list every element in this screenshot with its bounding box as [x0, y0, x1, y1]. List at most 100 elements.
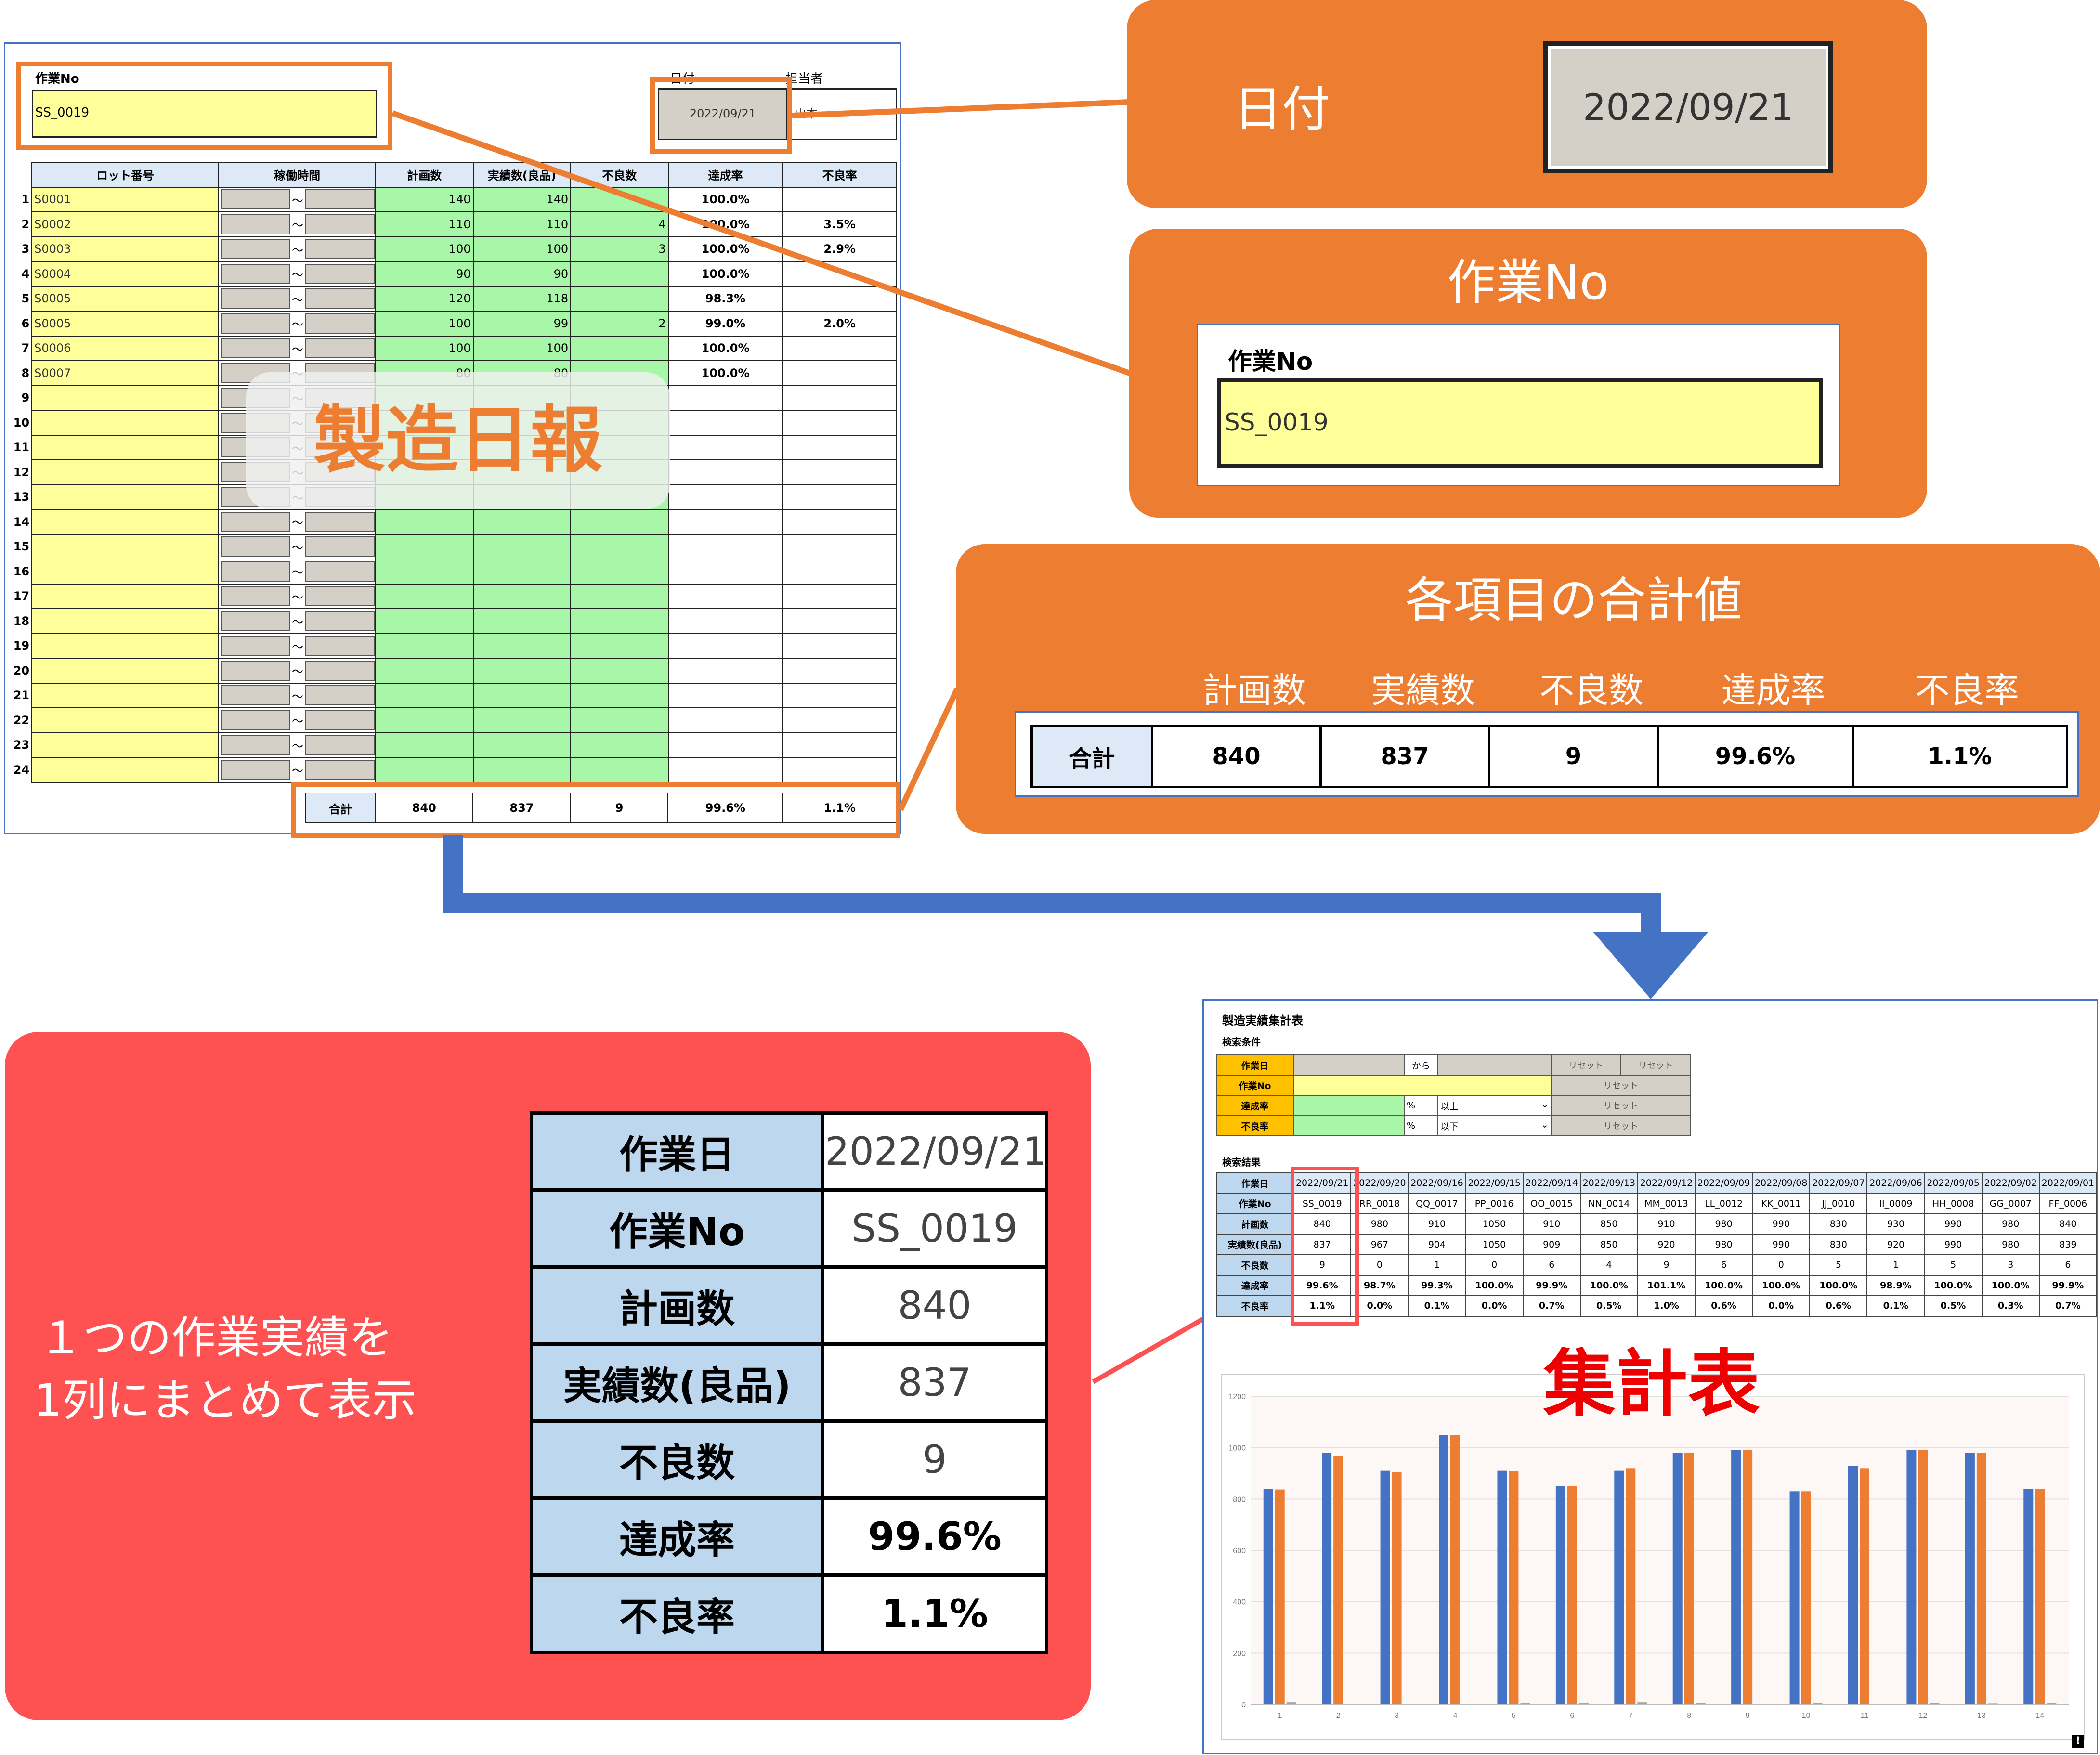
start-time-input[interactable]	[221, 313, 290, 334]
cond-date-to[interactable]	[1437, 1054, 1552, 1076]
result-cell[interactable]: 2022/09/07	[1809, 1172, 1868, 1194]
actual-cell[interactable]	[472, 533, 572, 559]
actual-cell[interactable]	[472, 732, 572, 758]
end-time-input[interactable]	[305, 239, 375, 260]
end-time-input[interactable]	[305, 263, 375, 284]
lot-number-cell[interactable]	[31, 509, 220, 535]
result-cell[interactable]: 1050	[1465, 1213, 1524, 1235]
result-cell[interactable]: 910	[1408, 1213, 1466, 1235]
end-time-input[interactable]	[305, 586, 375, 607]
result-cell[interactable]: 0.6%	[1695, 1295, 1753, 1317]
result-cell[interactable]: 100.0%	[1579, 1274, 1638, 1296]
result-cell[interactable]: 5	[1924, 1254, 1983, 1276]
defect-cell[interactable]: 2	[570, 311, 669, 337]
start-time-input[interactable]	[221, 214, 290, 234]
result-cell[interactable]: 0	[1465, 1254, 1524, 1276]
actual-cell[interactable]	[472, 608, 572, 634]
time-cell[interactable]: ～	[218, 311, 377, 337]
lot-number-cell[interactable]: S0005	[31, 286, 220, 312]
actual-cell[interactable]	[472, 707, 572, 733]
defect-cell[interactable]	[570, 335, 669, 361]
result-cell[interactable]: 3	[1981, 1254, 2040, 1276]
lot-number-cell[interactable]: S0006	[31, 335, 220, 361]
time-cell[interactable]: ～	[218, 211, 377, 237]
plan-cell[interactable]	[375, 509, 474, 535]
result-cell[interactable]: 840	[1293, 1213, 1352, 1235]
lot-number-cell[interactable]	[31, 559, 220, 585]
result-cell[interactable]: 0.1%	[1866, 1295, 1925, 1317]
result-cell[interactable]: 100.0%	[1981, 1274, 2040, 1296]
end-time-input[interactable]	[305, 636, 375, 656]
date-field[interactable]: 2022/09/21	[658, 88, 788, 140]
cond-date-from[interactable]	[1293, 1054, 1405, 1076]
end-time-input[interactable]	[305, 511, 375, 532]
result-cell[interactable]: 909	[1522, 1234, 1581, 1255]
time-cell[interactable]: ～	[218, 682, 377, 708]
result-cell[interactable]: GG_0007	[1981, 1193, 2040, 1214]
defect-cell[interactable]	[570, 757, 669, 783]
result-cell[interactable]: 0.1%	[1408, 1295, 1466, 1317]
result-cell[interactable]: 830	[1809, 1234, 1868, 1255]
result-cell[interactable]: 0.0%	[1752, 1295, 1811, 1317]
result-cell[interactable]: 980	[1695, 1234, 1753, 1255]
lot-number-cell[interactable]: S0004	[31, 261, 220, 287]
start-time-input[interactable]	[221, 611, 290, 631]
plan-cell[interactable]: 100	[375, 236, 474, 262]
end-time-input[interactable]	[305, 561, 375, 582]
cond-workno-reset[interactable]: リセット	[1551, 1075, 1691, 1096]
defect-cell[interactable]	[570, 509, 669, 535]
start-time-input[interactable]	[221, 511, 290, 532]
lot-number-cell[interactable]: S0001	[31, 186, 220, 212]
result-cell[interactable]: 6	[1695, 1254, 1753, 1276]
plan-cell[interactable]	[375, 658, 474, 684]
result-cell[interactable]: 1	[1408, 1254, 1466, 1276]
result-cell[interactable]: 0.5%	[1579, 1295, 1638, 1317]
plan-cell[interactable]	[375, 559, 474, 585]
defect-cell[interactable]: 3	[570, 236, 669, 262]
cond-drate-input[interactable]	[1293, 1115, 1405, 1136]
result-cell[interactable]: LL_0012	[1695, 1193, 1753, 1214]
result-cell[interactable]: 2022/09/06	[1866, 1172, 1925, 1194]
plan-cell[interactable]	[375, 608, 474, 634]
time-cell[interactable]: ～	[218, 583, 377, 609]
actual-cell[interactable]	[472, 633, 572, 659]
lot-number-cell[interactable]	[31, 707, 220, 733]
result-cell[interactable]: 910	[1637, 1213, 1696, 1235]
result-cell[interactable]: 1.1%	[1293, 1295, 1352, 1317]
defect-cell[interactable]	[570, 658, 669, 684]
plan-cell[interactable]: 140	[375, 186, 474, 212]
actual-cell[interactable]: 90	[472, 261, 572, 287]
cond-rate-input[interactable]	[1293, 1095, 1405, 1116]
result-cell[interactable]: 839	[2038, 1234, 2098, 1255]
result-cell[interactable]: SS_0019	[1293, 1193, 1352, 1214]
plan-cell[interactable]	[375, 533, 474, 559]
result-cell[interactable]: 2022/09/05	[1924, 1172, 1983, 1194]
plan-cell[interactable]: 120	[375, 286, 474, 312]
result-cell[interactable]: OO_0015	[1522, 1193, 1581, 1214]
end-time-input[interactable]	[305, 759, 375, 780]
lot-number-cell[interactable]	[31, 658, 220, 684]
result-cell[interactable]: 98.9%	[1866, 1274, 1925, 1296]
result-cell[interactable]: PP_0016	[1465, 1193, 1524, 1214]
result-cell[interactable]: 1	[1866, 1254, 1925, 1276]
actual-cell[interactable]: 118	[472, 286, 572, 312]
result-cell[interactable]: 6	[1522, 1254, 1581, 1276]
result-cell[interactable]: 2022/09/09	[1695, 1172, 1753, 1194]
result-cell[interactable]: 2022/09/16	[1408, 1172, 1466, 1194]
start-time-input[interactable]	[221, 189, 290, 210]
result-cell[interactable]: 0.7%	[2038, 1295, 2098, 1317]
result-cell[interactable]: JJ_0010	[1809, 1193, 1868, 1214]
result-cell[interactable]: 990	[1924, 1234, 1983, 1255]
defect-cell[interactable]: 4	[570, 211, 669, 237]
result-cell[interactable]: 99.3%	[1408, 1274, 1466, 1296]
result-cell[interactable]: 100.0%	[1465, 1274, 1524, 1296]
actual-cell[interactable]: 100	[472, 335, 572, 361]
result-cell[interactable]: 2022/09/08	[1752, 1172, 1811, 1194]
actual-cell[interactable]	[472, 559, 572, 585]
plan-cell[interactable]: 100	[375, 311, 474, 337]
end-time-input[interactable]	[305, 611, 375, 631]
cond-date-reset-1[interactable]: リセット	[1551, 1054, 1621, 1076]
end-time-input[interactable]	[305, 536, 375, 557]
result-cell[interactable]: 0.0%	[1465, 1295, 1524, 1317]
result-cell[interactable]: NN_0014	[1579, 1193, 1638, 1214]
